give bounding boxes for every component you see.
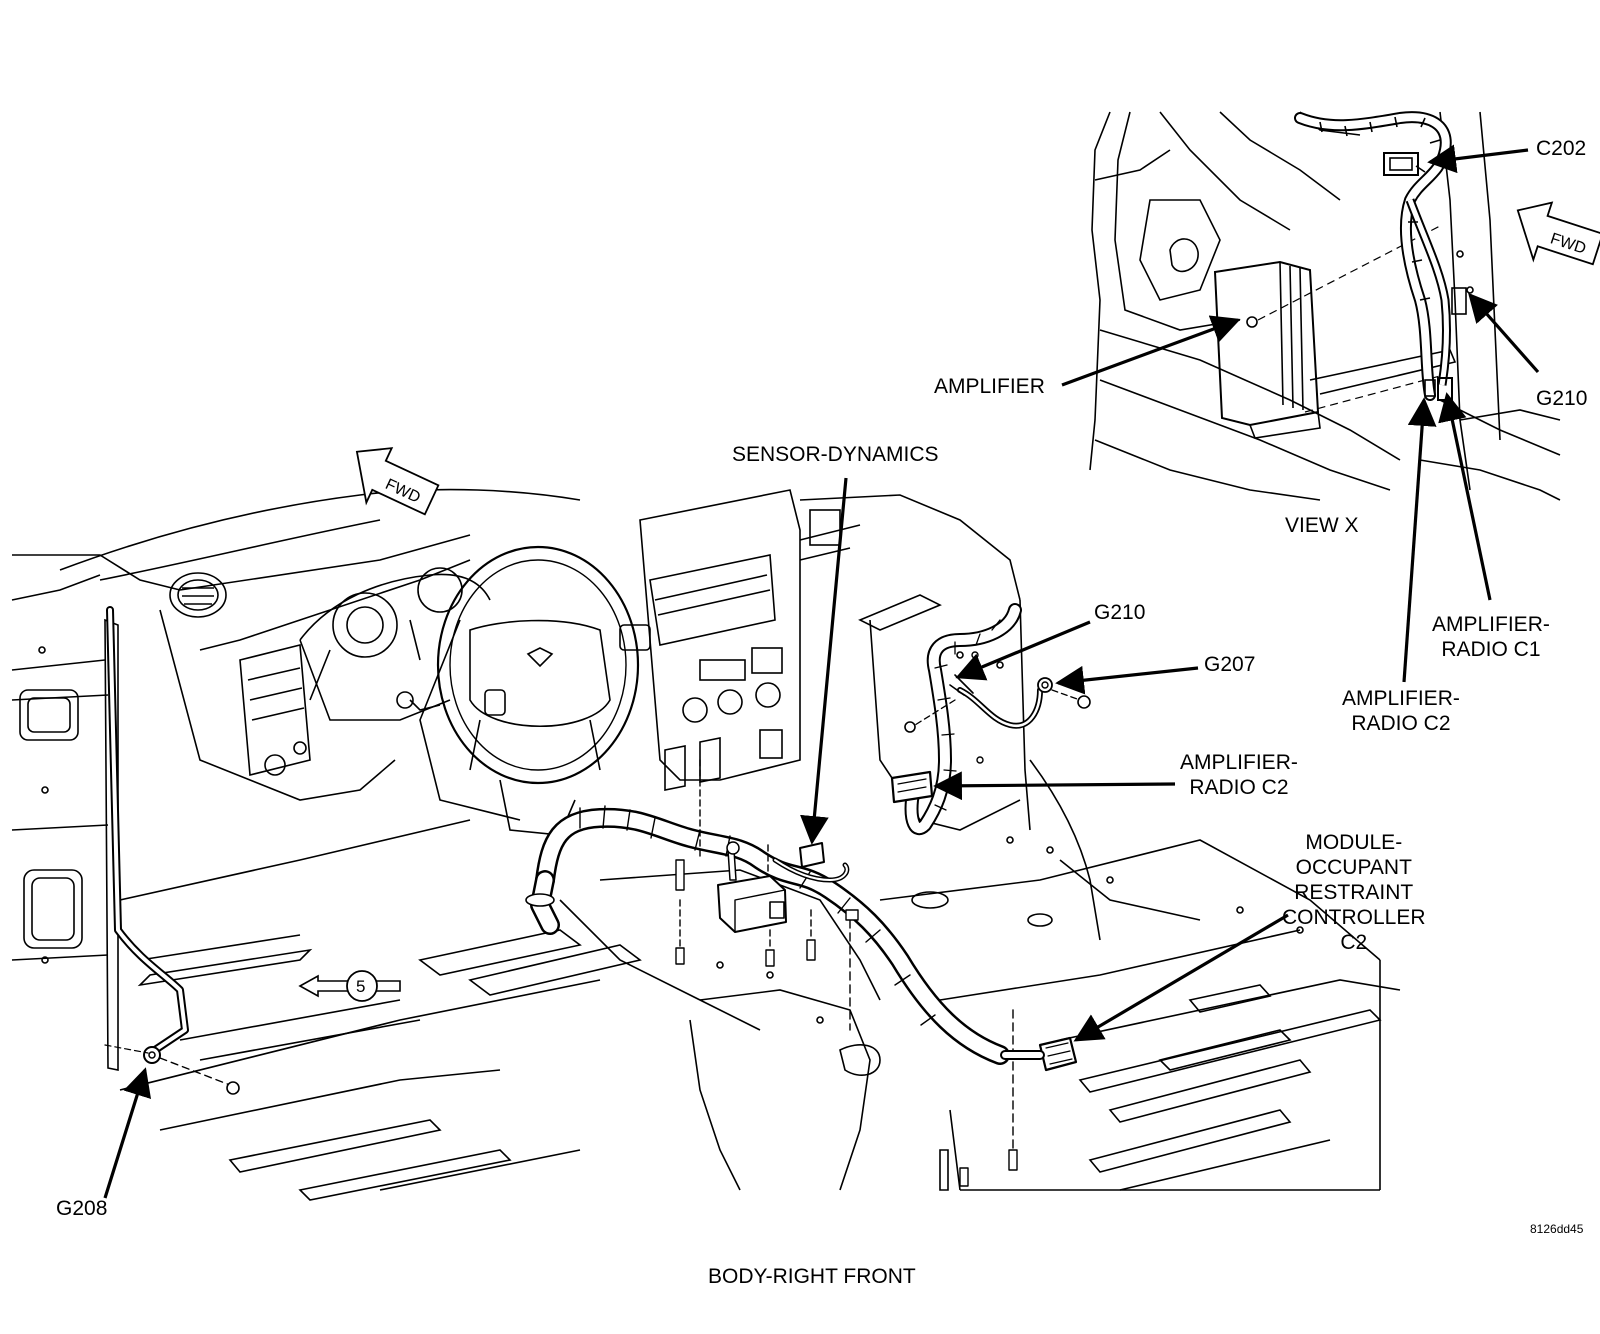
- fwd-arrow-main: FWD: [355, 447, 440, 516]
- label-g210-main: G210: [1094, 601, 1146, 624]
- figure-code: 8126dd45: [1530, 1222, 1584, 1236]
- label-g207: G207: [1204, 653, 1256, 676]
- label-amplifier-radio-c2-view: AMPLIFIER- RADIO C2: [1342, 686, 1460, 736]
- label-g210-view: G210: [1536, 387, 1588, 410]
- label-c202: C202: [1536, 137, 1587, 160]
- label-amplifier-radio-c2-main: AMPLIFIER- RADIO C2: [1180, 750, 1298, 800]
- label-view-x: VIEW X: [1285, 514, 1359, 537]
- figure-caption: BODY-RIGHT FRONT: [708, 1265, 916, 1288]
- label-g208: G208: [56, 1197, 108, 1220]
- label-line: RADIO C1: [1441, 638, 1541, 661]
- label-line: OCCUPANT: [1295, 856, 1412, 879]
- label-sensor-dynamics: SENSOR-DYNAMICS: [732, 443, 939, 466]
- label-line: AMPLIFIER-: [1180, 751, 1298, 774]
- label-line: AMPLIFIER-: [1342, 687, 1460, 710]
- main-view-drawing: [11, 488, 1401, 1201]
- label-line: CONTROLLER: [1282, 906, 1426, 929]
- label-occupant-restraint-module: MODULE- OCCUPANT RESTRAINT CONTROLLER C2: [1282, 830, 1426, 955]
- seat-ref-arrow: [298, 970, 401, 1002]
- label-line: RADIO C2: [1189, 776, 1289, 799]
- label-line: MODULE-: [1305, 831, 1403, 854]
- leader-arrows: [103, 144, 1540, 1199]
- harness-main: [104, 603, 1091, 1187]
- label-line: C2: [1340, 931, 1368, 954]
- label-amplifier: AMPLIFIER: [934, 375, 1045, 398]
- seat-ref-number: 5: [356, 977, 366, 996]
- label-line: RADIO C2: [1351, 712, 1451, 735]
- label-line: RESTRAINT: [1294, 881, 1414, 904]
- view-x-inset: FWD: [1089, 111, 1600, 501]
- fwd-arrow-inset: FWD: [1516, 201, 1600, 266]
- label-line: AMPLIFIER-: [1432, 613, 1550, 636]
- label-amplifier-radio-c1: AMPLIFIER- RADIO C1: [1432, 612, 1550, 662]
